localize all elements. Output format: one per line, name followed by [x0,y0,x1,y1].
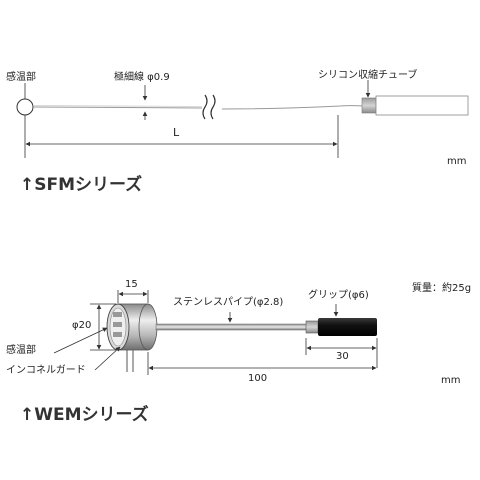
wem-diameter-dimension [90,303,116,351]
sfm-series-title: ↑SFMシリーズ [20,175,143,195]
sfm-sensor [16,98,34,116]
wem-stainless-pipe [155,323,309,331]
wem-width-dimension [117,290,149,303]
wem-total-dimension [147,352,377,375]
sfm-unit-label: mm [447,156,467,167]
wem-grip-dim-label: 30 [336,351,349,362]
wem-width-label: 15 [125,279,138,290]
sfm-length-dimension [24,115,339,158]
wem-total-dim-label: 100 [248,373,268,384]
wem-sensor-label: 感温部 [6,345,36,356]
sfm-length-label: L [173,126,180,139]
wem-guard-label: インコネルガード [6,365,86,376]
sfm-wire-label: 極細線 φ0.9 [114,72,170,83]
wem-sensor-head [106,303,158,351]
wem-series-title: ↑WEMシリーズ [20,405,149,425]
sfm-wire [32,105,366,110]
wem-grip-dimension [305,338,378,368]
wem-sensor-leader [53,327,108,354]
wem-lead-wires [126,350,134,372]
sfm-tube-label: シリコン収縮チューブ [318,70,418,81]
wem-unit-label: mm [441,375,461,386]
wem-diameter-label: φ20 [72,320,92,331]
wem-guard-leader [94,346,121,371]
sfm-silicone-tube [361,95,469,116]
break-symbol [202,94,216,120]
wem-pipe-label: ステンレスパイプ(φ2.8) [173,297,284,308]
wem-grip-label: グリップ(φ6) [308,290,369,301]
sfm-sensor-label: 感温部 [6,72,36,83]
wem-weight-label: 質量：約25g [412,283,472,294]
wem-grip [305,318,377,336]
